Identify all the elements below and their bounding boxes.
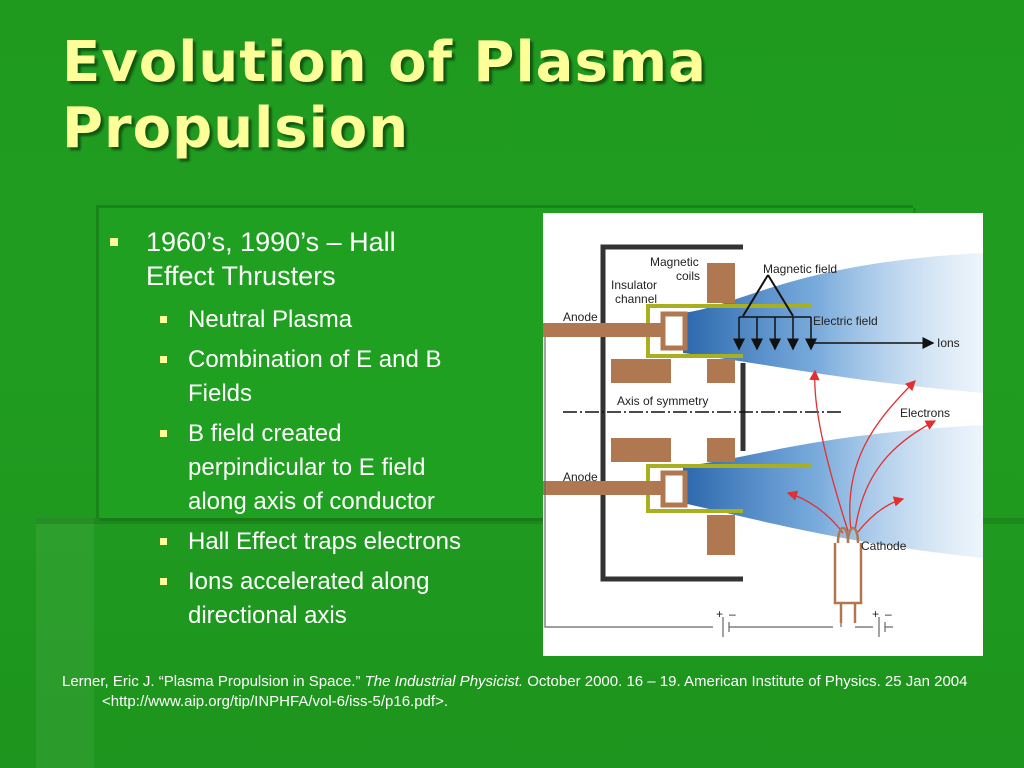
sub-bullet-line: Combination of E and B <box>188 346 442 373</box>
sub-bullet-line: B field created <box>188 420 342 447</box>
sub-bullet-line: Ions accelerated along <box>188 568 430 595</box>
anode-top <box>543 323 661 337</box>
citation-text: October 2000. 16 – 19. American Institut… <box>102 673 968 710</box>
title-line-1: Evolution of Plasma <box>62 30 707 95</box>
magnetic-coil <box>707 438 735 462</box>
power-circuit <box>544 337 893 637</box>
sub-bullet-line: Neutral Plasma <box>188 306 353 333</box>
label-magnetic-coils: Magnetic <box>650 255 699 269</box>
label-insulator-channel: Insulator <box>611 278 657 292</box>
label-minus: – <box>885 607 892 621</box>
sub-bullet-line: perpindicular to E field <box>188 454 426 481</box>
sub-bullet-3: B field created perpindicular to E field… <box>104 417 534 519</box>
square-bullet-icon <box>160 316 167 323</box>
thruster-diagram-svg: Magnetic coils Insulator channel Magneti… <box>543 244 983 637</box>
magnetic-coil <box>611 359 671 383</box>
label-electrons: Electrons <box>900 406 950 420</box>
sub-bullet-2: Combination of E and B Fields <box>104 343 534 411</box>
magnetic-coil <box>707 359 735 383</box>
anode-bottom <box>543 481 661 495</box>
label-anode-top: Anode <box>563 310 598 324</box>
label-ions: Ions <box>937 336 960 350</box>
plasma-plume-top <box>683 253 983 393</box>
hall-thruster-diagram: Magnetic coils Insulator channel Magneti… <box>543 213 983 656</box>
citation: Lerner, Eric J. “Plasma Propulsion in Sp… <box>62 672 1002 712</box>
magnetic-coil <box>707 263 735 303</box>
label-electric-field: Electric field <box>813 314 878 328</box>
citation-journal: The Industrial Physicist. <box>364 673 524 690</box>
label-plus: + <box>872 607 879 621</box>
decor-bar-vertical <box>36 518 94 768</box>
square-bullet-icon <box>110 238 118 246</box>
magnetic-coil <box>707 515 735 555</box>
sub-bullet-line: Hall Effect traps electrons <box>188 528 462 555</box>
square-bullet-icon <box>160 578 167 585</box>
slide-title: Evolution of Plasma Propulsion <box>62 30 962 162</box>
sub-bullet-4: Hall Effect traps electrons <box>104 525 534 559</box>
electric-field-arrows <box>733 316 817 351</box>
label-insulator-channel: channel <box>615 292 657 306</box>
label-axis-of-symmetry: Axis of symmetry <box>617 394 708 408</box>
citation-text: Lerner, Eric J. “Plasma Propulsion in Sp… <box>62 673 365 690</box>
square-bullet-icon <box>160 430 167 437</box>
plasma-plume-bottom <box>683 425 983 558</box>
anode-top-head <box>660 311 688 351</box>
sub-bullet-line: Fields <box>188 380 253 407</box>
square-bullet-icon <box>160 538 167 545</box>
magnetic-field-pointer <box>742 274 794 317</box>
label-plus: + <box>716 607 723 621</box>
label-cathode: Cathode <box>861 539 907 553</box>
label-magnetic-coils: coils <box>676 269 700 283</box>
sub-bullet-line: directional axis <box>188 602 347 629</box>
magnetic-coil <box>611 438 671 462</box>
main-bullet: 1960’s, 1990’s – Hall Effect Thrusters <box>104 225 534 293</box>
label-minus: – <box>729 607 736 621</box>
anode-bottom-head <box>660 470 688 508</box>
main-bullet-line-2: Effect Thrusters <box>146 261 336 291</box>
label-magnetic-field: Magnetic field <box>763 262 837 276</box>
cathode <box>833 526 863 623</box>
thruster-body <box>600 244 743 582</box>
electron-paths <box>786 369 937 534</box>
label-anode-bottom: Anode <box>563 470 598 484</box>
sub-bullet-line: along axis of conductor <box>188 488 435 515</box>
decor-bar-horizontal <box>36 518 1024 524</box>
main-bullet-line-1: 1960’s, 1990’s – Hall <box>146 227 396 257</box>
sub-bullet-5: Ions accelerated along directional axis <box>104 565 534 633</box>
bullet-list: 1960’s, 1990’s – Hall Effect Thrusters N… <box>104 225 534 633</box>
square-bullet-icon <box>160 356 167 363</box>
title-line-2: Propulsion <box>62 96 410 161</box>
sub-bullet-1: Neutral Plasma <box>104 303 534 337</box>
